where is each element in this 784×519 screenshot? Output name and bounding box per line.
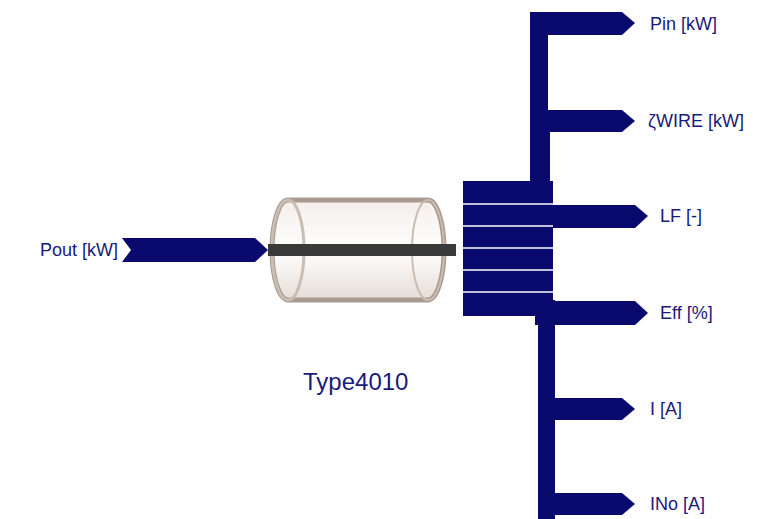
- input-arrow: [122, 238, 268, 262]
- component-type: Type4010: [303, 368, 408, 396]
- output-name: Pin [kW]: [650, 13, 717, 35]
- output-name: ζWIRE [kW]: [648, 110, 744, 132]
- output-name: LF [-]: [660, 205, 702, 227]
- bus-dividers: [463, 204, 553, 292]
- output-name: INo [A]: [650, 493, 705, 515]
- output-bus: [463, 12, 648, 519]
- wire-icon: [268, 200, 456, 300]
- output-name: Eff [%]: [660, 302, 713, 324]
- input-name: Pout [kW]: [40, 239, 118, 261]
- output-name: I [A]: [650, 398, 682, 420]
